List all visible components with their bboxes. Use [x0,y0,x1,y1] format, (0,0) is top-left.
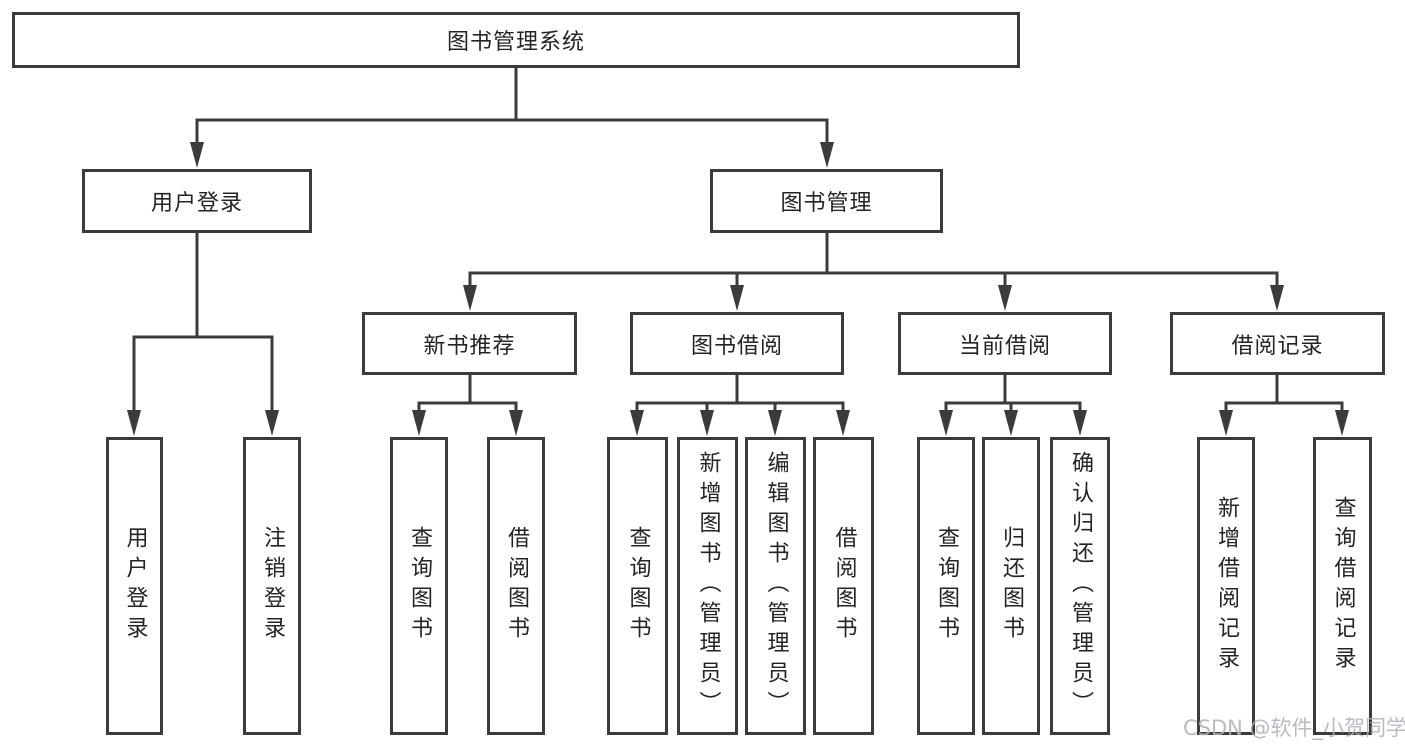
node-add-books-admin: 新增图书（管理员） [677,437,738,735]
node-label: 图书借阅 [690,333,783,359]
node-label: 新增图书（管理员） [695,451,721,721]
node-label: 当前借阅 [958,333,1051,359]
node-label: 新书推荐 [423,333,516,359]
node-label: 注销登录 [260,526,285,646]
node-current-borrowing: 当前借阅 [898,312,1112,375]
node-book-management: 图书管理 [710,169,943,233]
node-recommend-search-books: 查询图书 [390,437,448,735]
node-borrowing-search-books: 查询图书 [607,437,668,735]
node-label: 查询图书 [625,526,651,646]
node-label: 新增借阅记录 [1214,496,1239,676]
node-label: 图书管理 [780,191,873,216]
node-library-management-system: 图书管理系统 [12,12,1020,68]
node-label: 查询借阅记录 [1330,496,1356,676]
node-recommend-borrow-books: 借阅图书 [487,437,545,735]
node-label: 编辑图书（管理员） [763,451,789,721]
node-borrowing-borrow-books: 借阅图书 [813,437,874,735]
node-label: 借阅图书 [831,526,857,646]
arrowheads [127,142,1349,436]
node-borrowing-records: 借阅记录 [1170,312,1385,375]
csdn-watermark: CSDN @软件_小贺同学 [1183,716,1405,740]
node-add-borrowing-record: 新增借阅记录 [1197,437,1255,735]
node-label: 用户登录 [150,191,243,216]
node-label: 借阅记录 [1231,333,1324,359]
node-return-books: 归还图书 [982,437,1040,735]
node-search-borrowing-record: 查询借阅记录 [1313,437,1372,735]
node-user-login: 用户登录 [82,169,312,233]
node-label: 归还图书 [999,526,1024,646]
node-current-search-books: 查询图书 [917,437,975,735]
node-label: 图书管理系统 [446,30,585,55]
node-book-borrowing: 图书借阅 [630,312,844,375]
node-label: 借阅图书 [504,526,529,646]
node-label: 用户登录 [122,526,148,646]
node-label: 查询图书 [407,526,432,646]
node-edit-books-admin: 编辑图书（管理员） [745,437,806,735]
node-label: 查询图书 [934,526,959,646]
node-confirm-return-admin: 确认归还（管理员） [1050,437,1110,735]
node-user-login-action: 用户登录 [106,437,163,735]
node-label: 确认归还（管理员） [1068,451,1093,721]
node-new-book-recommendation: 新书推荐 [362,312,577,375]
node-logout-action: 注销登录 [243,437,301,735]
